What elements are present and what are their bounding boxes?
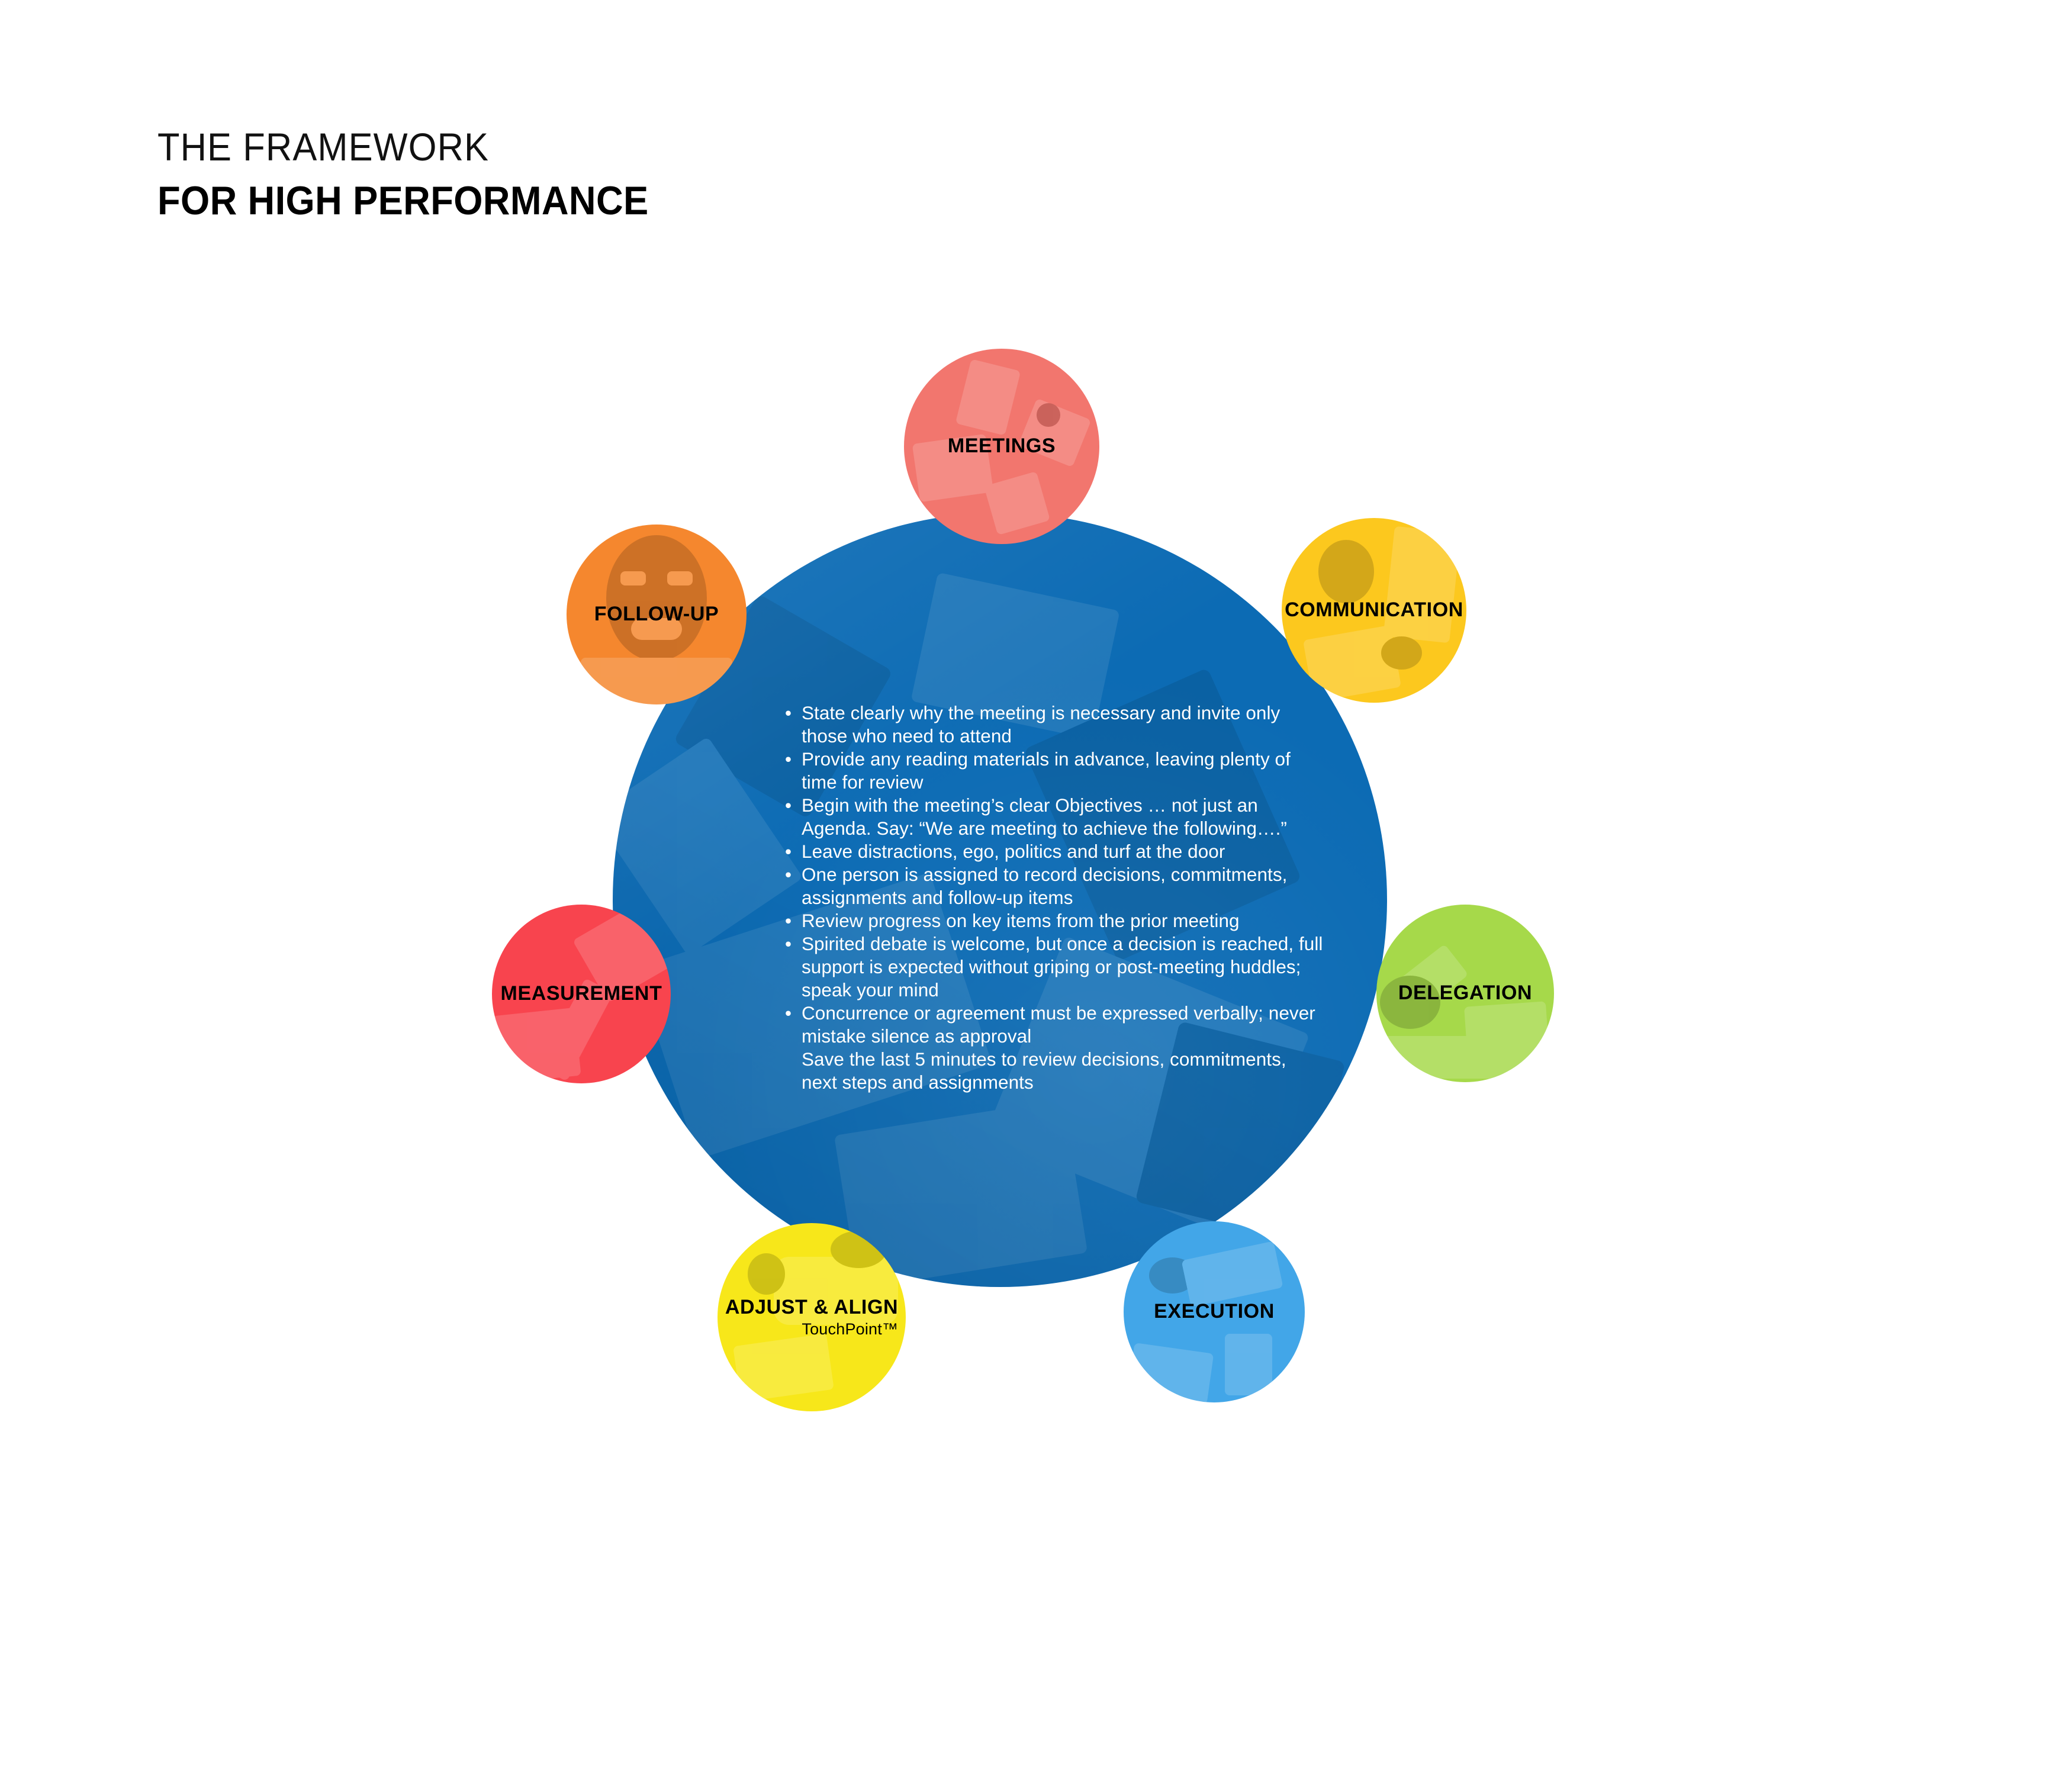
list-item: Save the last 5 minutes to review decisi… (780, 1048, 1325, 1094)
list-item: • Provide any reading materials in advan… (780, 748, 1325, 794)
list-item-text: State clearly why the meeting is necessa… (802, 702, 1280, 747)
list-item: • Concurrence or agreement must be expre… (780, 1002, 1325, 1048)
node-adjust-align[interactable]: ADJUST & ALIGN TouchPoint™ (718, 1223, 906, 1411)
list-item-text: One person is assigned to record decisio… (802, 864, 1288, 908)
hub-bullet-list: • State clearly why the meeting is neces… (780, 702, 1325, 1094)
page-title: THE FRAMEWORK FOR HIGH PERFORMANCE (157, 127, 686, 221)
list-item: • One person is assigned to record decis… (780, 863, 1325, 909)
node-photo-texture (718, 1223, 906, 1411)
bullet-glyph: • (785, 864, 792, 885)
bullet-glyph: • (785, 841, 792, 862)
list-item-text: Spirited debate is welcome, but once a d… (802, 933, 1323, 1000)
node-delegation[interactable]: DELEGATION (1376, 905, 1554, 1082)
bullet-glyph: • (785, 1002, 792, 1024)
node-photo-texture (567, 525, 747, 704)
node-label: FOLLOW-UP (594, 603, 719, 626)
node-label: ADJUST & ALIGN (725, 1295, 899, 1318)
node-measurement[interactable]: MEASUREMENT (492, 905, 671, 1083)
node-label-wrap: MEASUREMENT (501, 983, 662, 1005)
node-sublabel: TouchPoint™ (802, 1320, 899, 1338)
node-communication[interactable]: COMMUNICATION (1282, 518, 1466, 703)
list-item: • Spirited debate is welcome, but once a… (780, 932, 1325, 1002)
node-photo-texture (904, 349, 1099, 544)
list-item: • Begin with the meeting’s clear Objecti… (780, 794, 1325, 840)
node-meetings[interactable]: MEETINGS (904, 349, 1099, 544)
node-fill (1124, 1221, 1305, 1402)
list-item: • State clearly why the meeting is neces… (780, 702, 1325, 748)
list-item: • Review progress on key items from the … (780, 909, 1325, 932)
node-photo-texture (1124, 1221, 1305, 1402)
node-label: MEETINGS (947, 435, 1056, 458)
bullet-glyph: • (785, 748, 792, 770)
list-item-text: Concurrence or agreement must be express… (802, 1002, 1315, 1047)
bullet-glyph: • (785, 702, 792, 723)
node-label-wrap: DELEGATION (1398, 982, 1533, 1005)
list-item-text: Save the last 5 minutes to review decisi… (802, 1048, 1286, 1093)
list-item: • Leave distractions, ego, politics and … (780, 840, 1325, 863)
list-item-text: Provide any reading materials in advance… (802, 748, 1291, 793)
node-label-wrap: MEETINGS (947, 435, 1056, 458)
bullet-glyph: • (785, 794, 792, 816)
node-label-wrap: FOLLOW-UP (594, 603, 719, 626)
node-label: MEASUREMENT (500, 982, 662, 1005)
node-label-wrap: ADJUST & ALIGN TouchPoint™ (725, 1295, 899, 1338)
node-fill (567, 525, 747, 704)
node-label: DELEGATION (1398, 982, 1533, 1005)
node-follow-up[interactable]: FOLLOW-UP (567, 525, 747, 704)
node-fill (718, 1223, 906, 1411)
node-label: COMMUNICATION (1285, 599, 1463, 622)
node-fill (492, 905, 671, 1083)
node-photo-texture (1282, 518, 1466, 703)
node-photo-texture (1376, 905, 1554, 1082)
list-item-text: Review progress on key items from the pr… (802, 910, 1240, 931)
page-title-line-2: FOR HIGH PERFORMANCE (157, 178, 649, 223)
node-execution[interactable]: EXECUTION (1124, 1221, 1305, 1402)
node-fill (904, 349, 1099, 544)
page-title-line-1: THE FRAMEWORK (157, 125, 490, 169)
node-fill (1376, 905, 1554, 1082)
list-item-text: Leave distractions, ego, politics and tu… (802, 841, 1225, 862)
list-item-text: Begin with the meeting’s clear Objective… (802, 794, 1287, 839)
bullet-glyph: • (785, 933, 792, 954)
node-label: EXECUTION (1154, 1300, 1275, 1323)
node-label-wrap: EXECUTION (1154, 1301, 1275, 1323)
node-fill (1282, 518, 1466, 703)
bullet-glyph: • (785, 910, 792, 931)
node-label-wrap: COMMUNICATION (1285, 599, 1463, 622)
